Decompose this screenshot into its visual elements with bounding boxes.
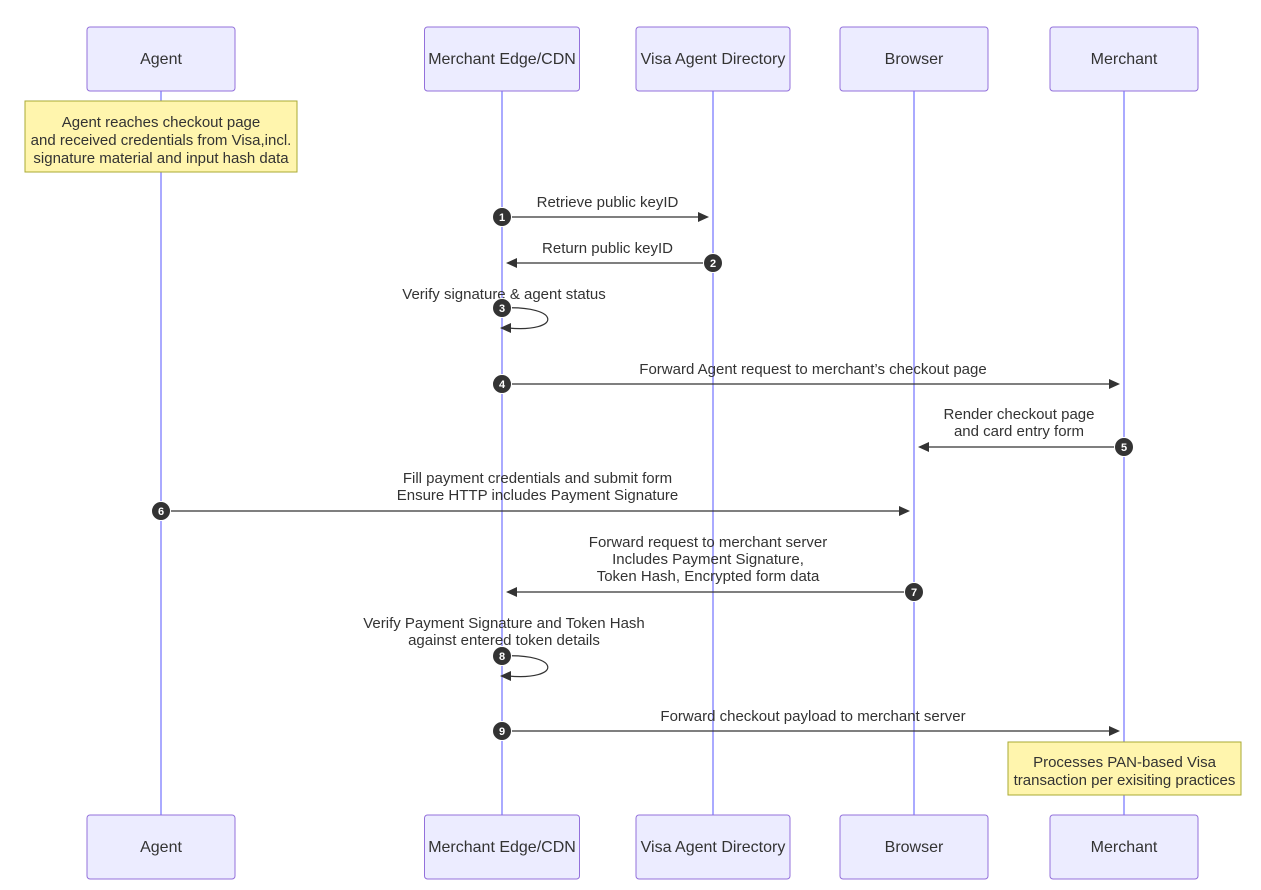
actor-agent-top[interactable]: Agent [86,26,236,92]
actor-box [86,814,236,880]
message-label: and card entry form [954,423,1084,440]
actor-merchant-bottom[interactable]: Merchant [1049,814,1199,880]
actor-box [424,814,580,880]
note-text-line: Processes PAN-based Visa [1033,754,1217,771]
arrowhead [1109,379,1120,389]
actor-merchant-top[interactable]: Merchant [1049,26,1199,92]
message-label: Render checkout page [944,406,1095,423]
actor-label: Browser [885,51,944,68]
message-9: Forward checkout payload to merchant ser… [492,708,1120,741]
message-1: Retrieve public keyID 1 [492,194,709,227]
note-box [24,100,298,173]
arrowhead [918,442,929,452]
sequence-number: 7 [911,587,917,599]
sequence-number-badge [492,721,512,741]
actor-agent-bottom[interactable]: Agent [86,814,236,880]
message-label: Forward checkout payload to merchant ser… [660,708,965,725]
actor-edge-bottom[interactable]: Merchant Edge/CDN [424,814,580,880]
note-text-line: transaction per exisiting practices [1014,772,1236,789]
actor-label: Agent [140,51,182,68]
sequence-number: 9 [499,726,505,738]
actor-label: Merchant Edge/CDN [428,51,576,68]
actor-label: Agent [140,839,182,856]
sequence-number-badge [904,582,924,602]
sequence-number: 6 [158,506,164,518]
message-6: Fill payment credentials and submit form… [151,470,910,521]
note-text-line: signature material and input hash data [33,150,289,167]
message-label: against entered token details [408,632,600,649]
actor-directory-top[interactable]: Visa Agent Directory [635,26,791,92]
sequence-number-badge [1114,437,1134,457]
message-2: Return public keyID 2 [506,240,723,273]
actor-label: Merchant [1091,839,1158,856]
actor-edge-top[interactable]: Merchant Edge/CDN [424,26,580,92]
arrowhead [506,258,517,268]
sequence-number-badge [492,298,512,318]
message-label: Forward Agent request to merchant’s chec… [639,361,986,378]
sequence-number: 8 [499,651,505,663]
actor-box [839,26,989,92]
message-label: Return public keyID [542,240,673,257]
arrowhead [500,671,511,681]
message-label: Fill payment credentials and submit form [403,470,672,487]
message-label: Retrieve public keyID [537,194,679,211]
actor-label: Browser [885,839,944,856]
message-7: Forward request to merchant serverInclud… [506,534,924,602]
sequence-number-badge [492,207,512,227]
actor-box [839,814,989,880]
arrowhead [698,212,709,222]
actor-box [1049,814,1199,880]
self-loop-arrow [501,307,549,330]
arrowhead [899,506,910,516]
note-box [1007,741,1242,796]
note-text-line: Agent reaches checkout page [62,114,260,131]
sequence-number-badge [703,253,723,273]
sequence-number: 1 [499,212,505,224]
message-8: Verify Payment Signature and Token Hasha… [363,615,645,681]
sequence-number-badge [492,646,512,666]
sequence-number: 5 [1121,442,1127,454]
message-label: Includes Payment Signature, [612,551,804,568]
sequence-number: 4 [499,379,506,391]
actor-directory-bottom[interactable]: Visa Agent Directory [635,814,791,880]
actor-label: Visa Agent Directory [641,839,786,856]
actor-browser-top[interactable]: Browser [839,26,989,92]
actor-label: Merchant Edge/CDN [428,839,576,856]
actor-box [1049,26,1199,92]
note-text-line: and received credentials from Visa,incl. [31,132,292,149]
message-label: Forward request to merchant server [589,534,827,551]
actor-label: Merchant [1091,51,1158,68]
sequence-number: 3 [499,303,505,315]
arrowhead [1109,726,1120,736]
sequence-number: 2 [710,258,716,270]
message-label: Token Hash, Encrypted form data [597,568,820,585]
message-4: Forward Agent request to merchant’s chec… [492,361,1120,394]
message-label: Verify Payment Signature and Token Hash [363,615,645,632]
actor-label: Visa Agent Directory [641,51,786,68]
actor-box [424,26,580,92]
actor-box [86,26,236,92]
actor-browser-bottom[interactable]: Browser [839,814,989,880]
message-label: Ensure HTTP includes Payment Signature [397,487,679,504]
actor-box [635,814,791,880]
arrowhead [500,323,511,333]
sequence-number-badge [151,501,171,521]
sequence-number-badge [492,374,512,394]
arrowhead [506,587,517,597]
self-loop-arrow [501,655,549,678]
message-label: Verify signature & agent status [402,286,605,303]
actor-box [635,26,791,92]
